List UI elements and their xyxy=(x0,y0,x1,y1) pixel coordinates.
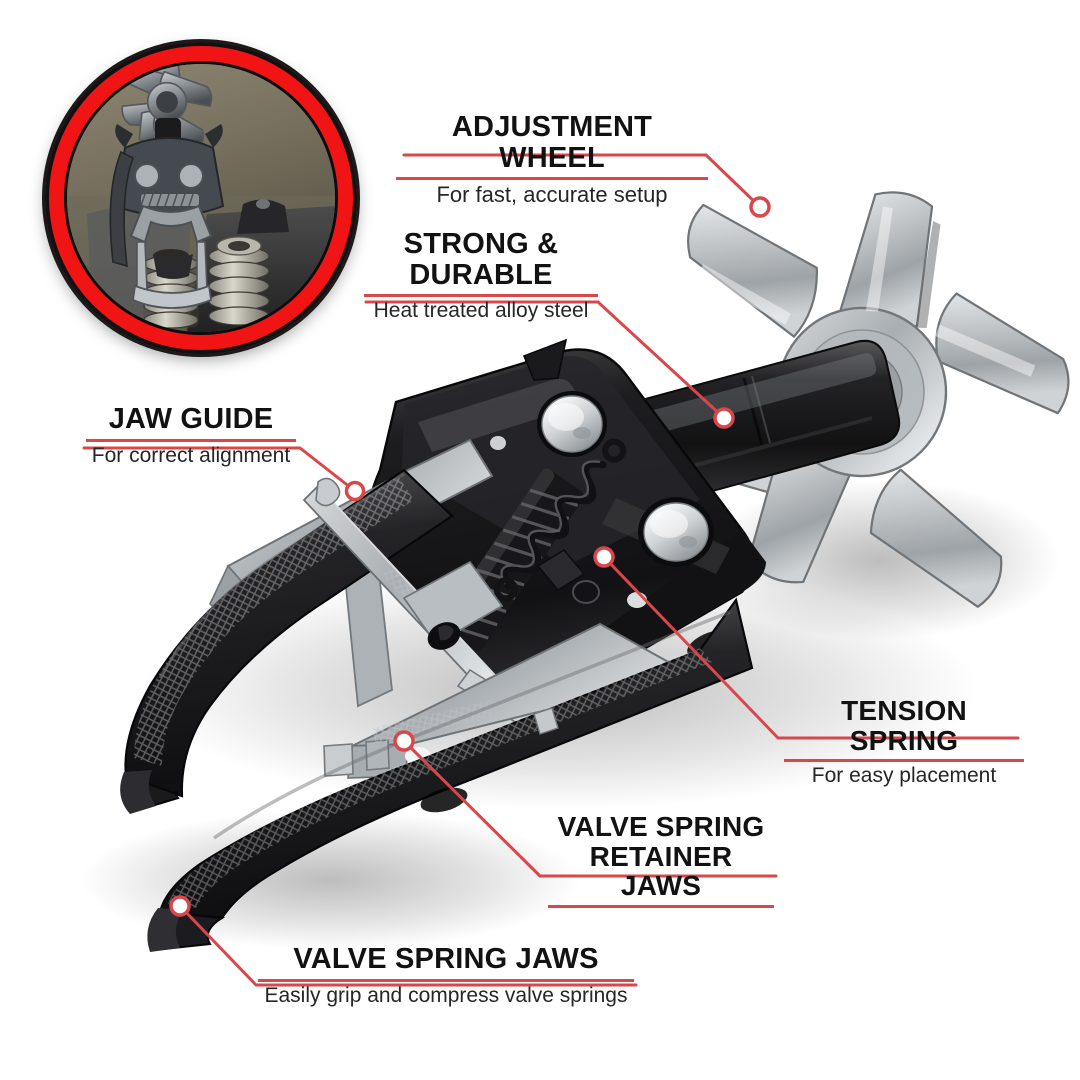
callout-rule-valve-spring-jaws xyxy=(258,978,634,982)
callout-title-retainer-jaws: VALVE SPRING RETAINER JAWS xyxy=(557,811,765,902)
callout-subtitle-strong-durable: Heat treated alloy steel xyxy=(373,299,589,323)
callout-rule-tension-spring xyxy=(784,759,1024,763)
callout-strong-durable: STRONG & DURABLE Heat treated alloy stee… xyxy=(364,229,598,324)
inset-photo-badge xyxy=(45,42,357,354)
callout-adjustment-wheel: ADJUSTMENT WHEEL For fast, accurate setu… xyxy=(396,112,708,208)
callout-retainer-jaws: VALVE SPRING RETAINER JAWS xyxy=(548,812,774,910)
callout-subtitle-jaw-guide: For correct alignment xyxy=(91,443,291,467)
callout-title-adjustment-wheel: ADJUSTMENT WHEEL xyxy=(451,111,653,174)
callout-title-tension-spring: TENSION SPRING xyxy=(841,695,967,756)
callout-jaw-guide: JAW GUIDE For correct alignment xyxy=(86,404,296,468)
callout-subtitle-adjustment-wheel: For fast, accurate setup xyxy=(436,182,668,208)
callout-subtitle-valve-spring-jaws: Easily grip and compress valve springs xyxy=(264,983,628,1007)
callout-rule-adjustment-wheel xyxy=(396,177,708,181)
callout-title-valve-spring-jaws: VALVE SPRING JAWS xyxy=(293,943,599,975)
callout-valve-spring-jaws: VALVE SPRING JAWS Easily grip and compre… xyxy=(258,944,634,1008)
callout-title-jaw-guide: JAW GUIDE xyxy=(108,403,274,435)
callout-tension-spring: TENSION SPRING For easy placement xyxy=(784,696,1024,788)
callout-subtitle-tension-spring: For easy placement xyxy=(811,764,997,788)
inset-photo-image xyxy=(67,64,335,332)
callout-rule-retainer-jaws xyxy=(548,905,774,909)
callout-rule-jaw-guide xyxy=(86,438,296,442)
callout-title-strong-durable: STRONG & DURABLE xyxy=(403,228,559,291)
callout-rule-strong-durable xyxy=(364,294,598,298)
